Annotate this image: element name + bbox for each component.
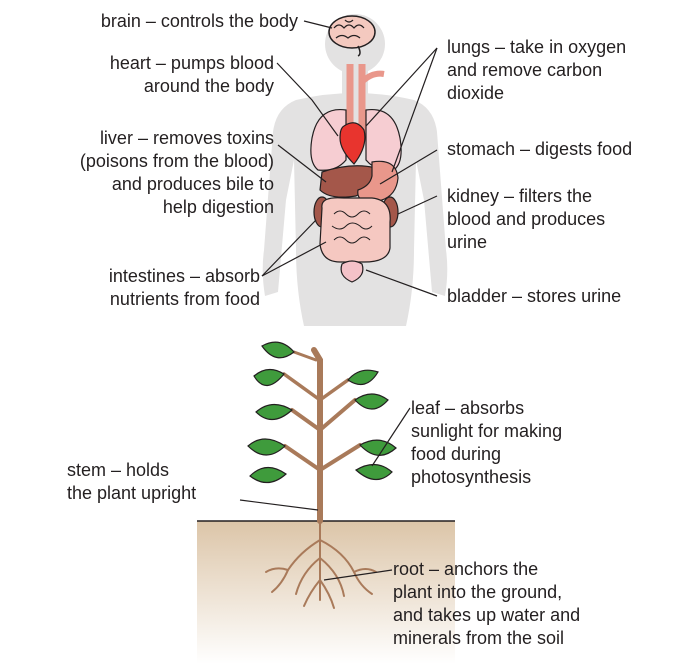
intestines-label: intestines – absorb nutrients from food: [109, 265, 260, 311]
heart-label: heart – pumps blood around the body: [110, 52, 274, 98]
stem-label: stem – holds the plant upright: [67, 459, 196, 505]
root-label: root – anchors the plant into the ground…: [393, 558, 580, 650]
intestines-organ: [320, 198, 390, 262]
lungs-label: lungs – take in oxygen and remove carbon…: [447, 36, 626, 105]
liver-label: liver – removes toxins (poisons from the…: [80, 127, 274, 219]
stomach-label: stomach – digests food: [447, 138, 632, 161]
leaf-label: leaf – absorbs sunlight for making food …: [411, 397, 562, 489]
brain-label: brain – controls the body: [101, 10, 298, 33]
plant-stem: [284, 350, 360, 521]
kidney-label: kidney – filters the blood and produces …: [447, 185, 605, 254]
bladder-label: bladder – stores urine: [447, 285, 621, 308]
